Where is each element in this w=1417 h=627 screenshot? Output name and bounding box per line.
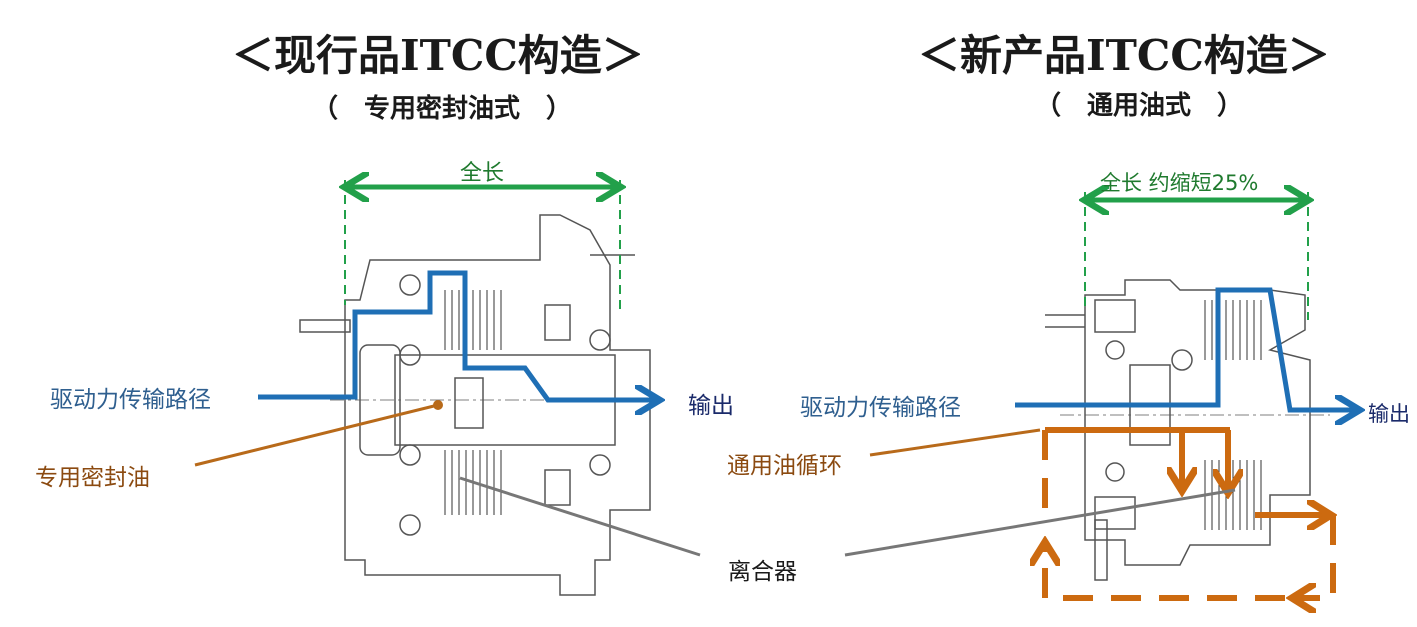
oil-circulation-leader	[869, 428, 1041, 457]
clutch-label: 离合器	[728, 559, 797, 585]
drive-path-label-left: 驱动力传输路径	[50, 387, 211, 413]
new-itcc-drawing	[1045, 279, 1330, 581]
current-product-subtitle: （ 专用密封油式 ）	[312, 94, 573, 124]
sealed-oil-leader	[194, 403, 439, 467]
clutch-leader-right	[844, 488, 1236, 557]
output-label-left: 输出	[688, 393, 734, 419]
length-dimension-right	[1085, 192, 1308, 320]
new-product-subtitle: （ 通用油式 ）	[1035, 91, 1244, 121]
drive-path-label-right: 驱动力传输路径	[800, 395, 961, 421]
sealed-oil-label: 专用密封油	[35, 465, 150, 491]
sealed-oil-leader-dot	[433, 400, 443, 410]
current-itcc-drawing	[299, 214, 660, 596]
drive-path-right	[1015, 287, 1355, 410]
length-dimension-left	[345, 180, 620, 310]
length-label-right: 全长 约缩短25%	[1100, 171, 1259, 195]
drive-path-left	[258, 270, 655, 400]
current-product-title: ＜现行品ITCC构造＞	[232, 31, 644, 80]
output-label-right: 输出	[1368, 402, 1410, 426]
oil-circulation-path	[1045, 427, 1333, 598]
clutch-leader-left	[459, 476, 701, 557]
new-product-title: ＜新产品ITCC构造＞	[918, 31, 1330, 80]
oil-circulation-label: 通用油循环	[727, 453, 842, 479]
length-label-left: 全长	[460, 161, 505, 186]
